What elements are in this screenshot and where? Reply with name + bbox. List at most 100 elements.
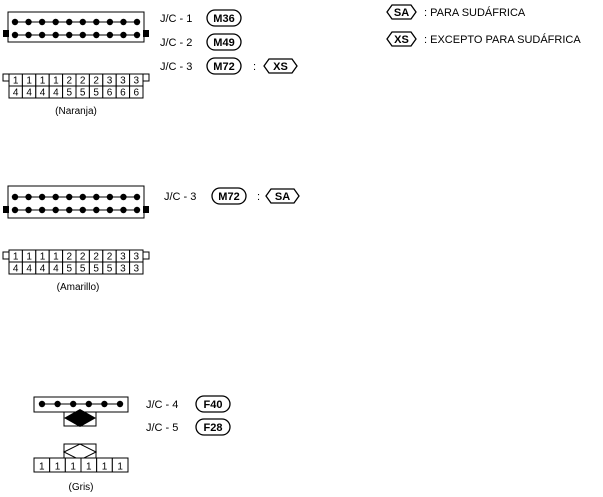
pin-number: 6 [134, 88, 140, 99]
pin-cavity-dot [38, 400, 46, 408]
pin-number: 1 [102, 462, 108, 473]
pin-number: 1 [70, 462, 76, 473]
pin-cavity-dot [120, 193, 127, 201]
pin-cavity-dot [25, 18, 32, 26]
pin-cavity-dot [93, 193, 100, 201]
pin-cavity-dot [25, 206, 32, 214]
pin-number: 1 [117, 462, 123, 473]
pin-cavity-dot [116, 400, 124, 408]
connector-latch-right [143, 30, 149, 37]
xs-hexagon-icon [386, 31, 417, 47]
jc-label: J/C - 3 [160, 61, 192, 73]
pin-number: 1 [53, 76, 59, 87]
pin-number: 5 [93, 88, 99, 99]
pin-cavity-dot [133, 18, 141, 26]
grid-latch-left [2, 251, 10, 260]
grid-latch-right [142, 73, 150, 82]
pin-number: 3 [120, 264, 126, 275]
connector-badge-pill [195, 395, 231, 413]
connector-body [7, 185, 145, 219]
grid-latch-right [142, 251, 150, 260]
pin-cavity-dot [38, 31, 46, 39]
pin-cavity-dot [66, 18, 73, 26]
pin-cavity-dot [85, 400, 93, 408]
pin-number: 4 [13, 88, 19, 99]
connector-id: M72 [213, 61, 234, 73]
pin-cavity-dot [38, 193, 46, 201]
connector-id: M36 [213, 13, 234, 25]
pin-number: 5 [80, 264, 86, 275]
separator-colon: : [257, 191, 260, 203]
connector-badge-pill [195, 418, 231, 436]
legend-xs-code: XS [394, 34, 409, 46]
connector-latch-left [3, 30, 9, 37]
pin-number: 1 [26, 252, 32, 263]
pin-cavity-dot [52, 31, 59, 39]
connector-latch-right [143, 206, 149, 213]
pin-number: 1 [53, 252, 59, 263]
pin-cavity-dot [38, 18, 46, 26]
legend: SA : PARA SUDÁFRICA XS : EXCEPTO PARA SU… [386, 4, 581, 47]
jc-label: J/C - 5 [146, 422, 178, 434]
pin-number: 3 [134, 76, 140, 87]
pin-cavity-dot [101, 400, 108, 408]
connector-id: M49 [213, 37, 234, 49]
open-diamond-key-icon [62, 443, 98, 461]
pin-number: 1 [40, 76, 46, 87]
connector-id: F40 [204, 399, 223, 411]
connector-color-label: (Amarillo) [57, 282, 100, 293]
connector-face-amarillo [3, 185, 149, 219]
grid-latch-left [2, 73, 10, 82]
pin-number: 2 [80, 76, 86, 87]
pin-cavity-dot [25, 193, 32, 201]
sa-hexagon-icon [386, 4, 417, 20]
pin-cavity-dot [38, 206, 46, 214]
pin-cavity-dot [79, 18, 86, 26]
pin-number: 2 [67, 252, 73, 263]
filled-diamond-key-icon [64, 409, 96, 427]
pin-cavity-dot [52, 206, 59, 214]
pin-number: 5 [67, 264, 73, 275]
pin-number: 5 [107, 264, 113, 275]
pin-cavity-dot [106, 18, 114, 26]
pin-cavity-dot [66, 206, 73, 214]
pin-cavity-dot [133, 206, 141, 214]
xs-hexagon-icon [263, 58, 298, 74]
legend-sa: SA : PARA SUDÁFRICA [386, 4, 526, 20]
pin-number: 1 [40, 252, 46, 263]
pin-cavity-dot [11, 31, 19, 39]
pin-number: 5 [67, 88, 73, 99]
pin-cavity-dot [79, 193, 86, 201]
pin-cavity-dot [11, 193, 19, 201]
pin-number: 4 [40, 264, 46, 275]
legend-xs: XS : EXCEPTO PARA SUDÁFRICA [386, 31, 581, 47]
pin-cavity-dot [120, 206, 127, 214]
jc-label: J/C - 4 [146, 399, 178, 411]
pin-number: 4 [40, 88, 46, 99]
pin-cavity-dot [79, 206, 86, 214]
pin-number-cell [129, 261, 144, 275]
pin-number: 1 [13, 76, 19, 87]
pin-cavity-dot [106, 206, 114, 214]
pin-cavity-dot [66, 31, 73, 39]
pin-cavity-dot [52, 18, 59, 26]
pin-number: 5 [93, 264, 99, 275]
jc-label: J/C - 1 [160, 13, 192, 25]
pin-number: 2 [67, 76, 73, 87]
connector-color-label: (Naranja) [55, 106, 97, 117]
region-tag: SA [275, 191, 290, 203]
pin-number: 4 [53, 88, 59, 99]
pin-number: 4 [26, 264, 32, 275]
region-tag: XS [273, 61, 288, 73]
pin-number: 3 [107, 76, 113, 87]
pin-number: 2 [80, 252, 86, 263]
pin-cavity-dot [66, 193, 73, 201]
